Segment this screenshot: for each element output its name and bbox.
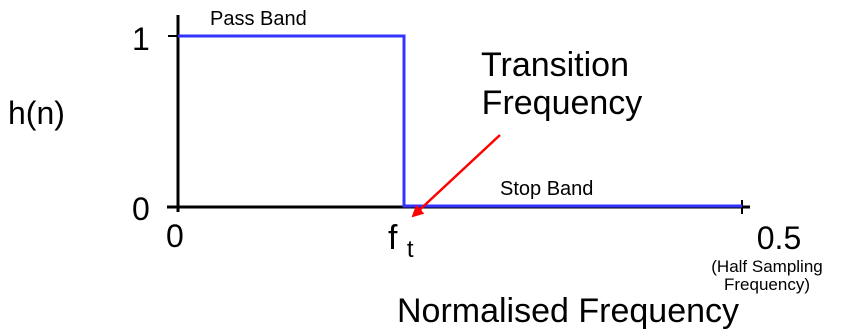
- ft-subscript: t: [407, 236, 414, 263]
- y-tick-label-0: 0: [132, 191, 150, 227]
- x-tick-label-0: 0: [166, 218, 184, 254]
- half-sampling-note-line2: Frequency): [724, 275, 810, 294]
- response-line: [178, 34, 742, 208]
- pass-band-label: Pass Band: [210, 8, 307, 30]
- stop-band-label: Stop Band: [500, 178, 593, 200]
- x-tick-label-half: 0.5: [757, 220, 801, 256]
- x-tick-label-ft: f t: [388, 219, 414, 263]
- transition-frequency-line2: Frequency: [482, 84, 643, 122]
- x-axis-label: Normalised Frequency: [397, 292, 739, 330]
- ft-base: f: [388, 219, 398, 257]
- transition-arrow: [411, 134, 501, 218]
- half-sampling-note-line1: (Half Sampling: [711, 257, 823, 276]
- y-axis-label: h(n): [8, 95, 65, 131]
- transition-frequency-line1: Transition: [481, 46, 629, 84]
- y-tick-label-1: 1: [132, 21, 150, 57]
